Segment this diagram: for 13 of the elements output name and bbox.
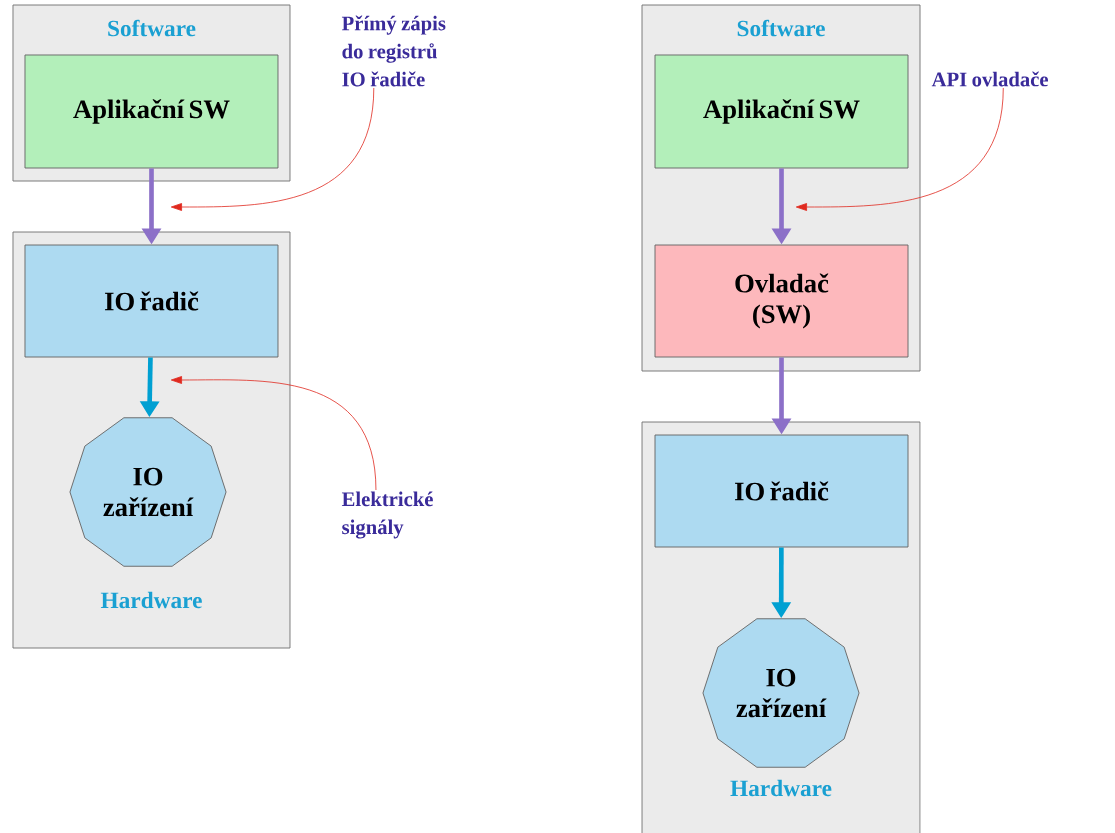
leader-line xyxy=(795,87,1004,211)
process-box: IO řadič xyxy=(24,244,279,358)
process-box: Aplikační SW xyxy=(654,54,909,169)
leader-line xyxy=(170,376,377,491)
device-decagon: IO zařízení xyxy=(702,618,860,768)
leader-line xyxy=(170,87,375,211)
process-box: IO řadič xyxy=(654,434,909,548)
annotation-text: Přímý zápis do registrů IO řadiče xyxy=(341,15,446,87)
process-box: Ovladač (SW) xyxy=(654,244,909,358)
device-decagon: IO zařízení xyxy=(69,417,227,567)
annotation-text: Elektrické signály xyxy=(341,491,433,539)
annotation-text: API ovladače xyxy=(931,71,1048,87)
process-box: Aplikační SW xyxy=(24,54,279,169)
